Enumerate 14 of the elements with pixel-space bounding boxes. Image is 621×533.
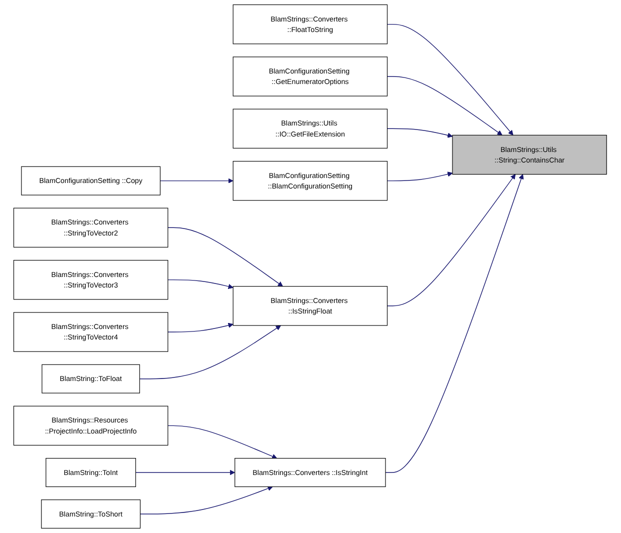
arrow <box>387 76 503 136</box>
arrow <box>168 322 234 332</box>
arrow <box>140 486 274 514</box>
arrow <box>387 174 516 306</box>
arrow <box>140 325 282 380</box>
arrow <box>168 279 234 290</box>
arrow <box>168 227 284 287</box>
arrow <box>136 470 236 476</box>
arrow <box>387 128 454 138</box>
arrow <box>387 172 454 182</box>
arrow <box>160 178 234 184</box>
arrow <box>385 174 524 473</box>
arrow <box>387 24 514 136</box>
arrow <box>168 425 278 459</box>
